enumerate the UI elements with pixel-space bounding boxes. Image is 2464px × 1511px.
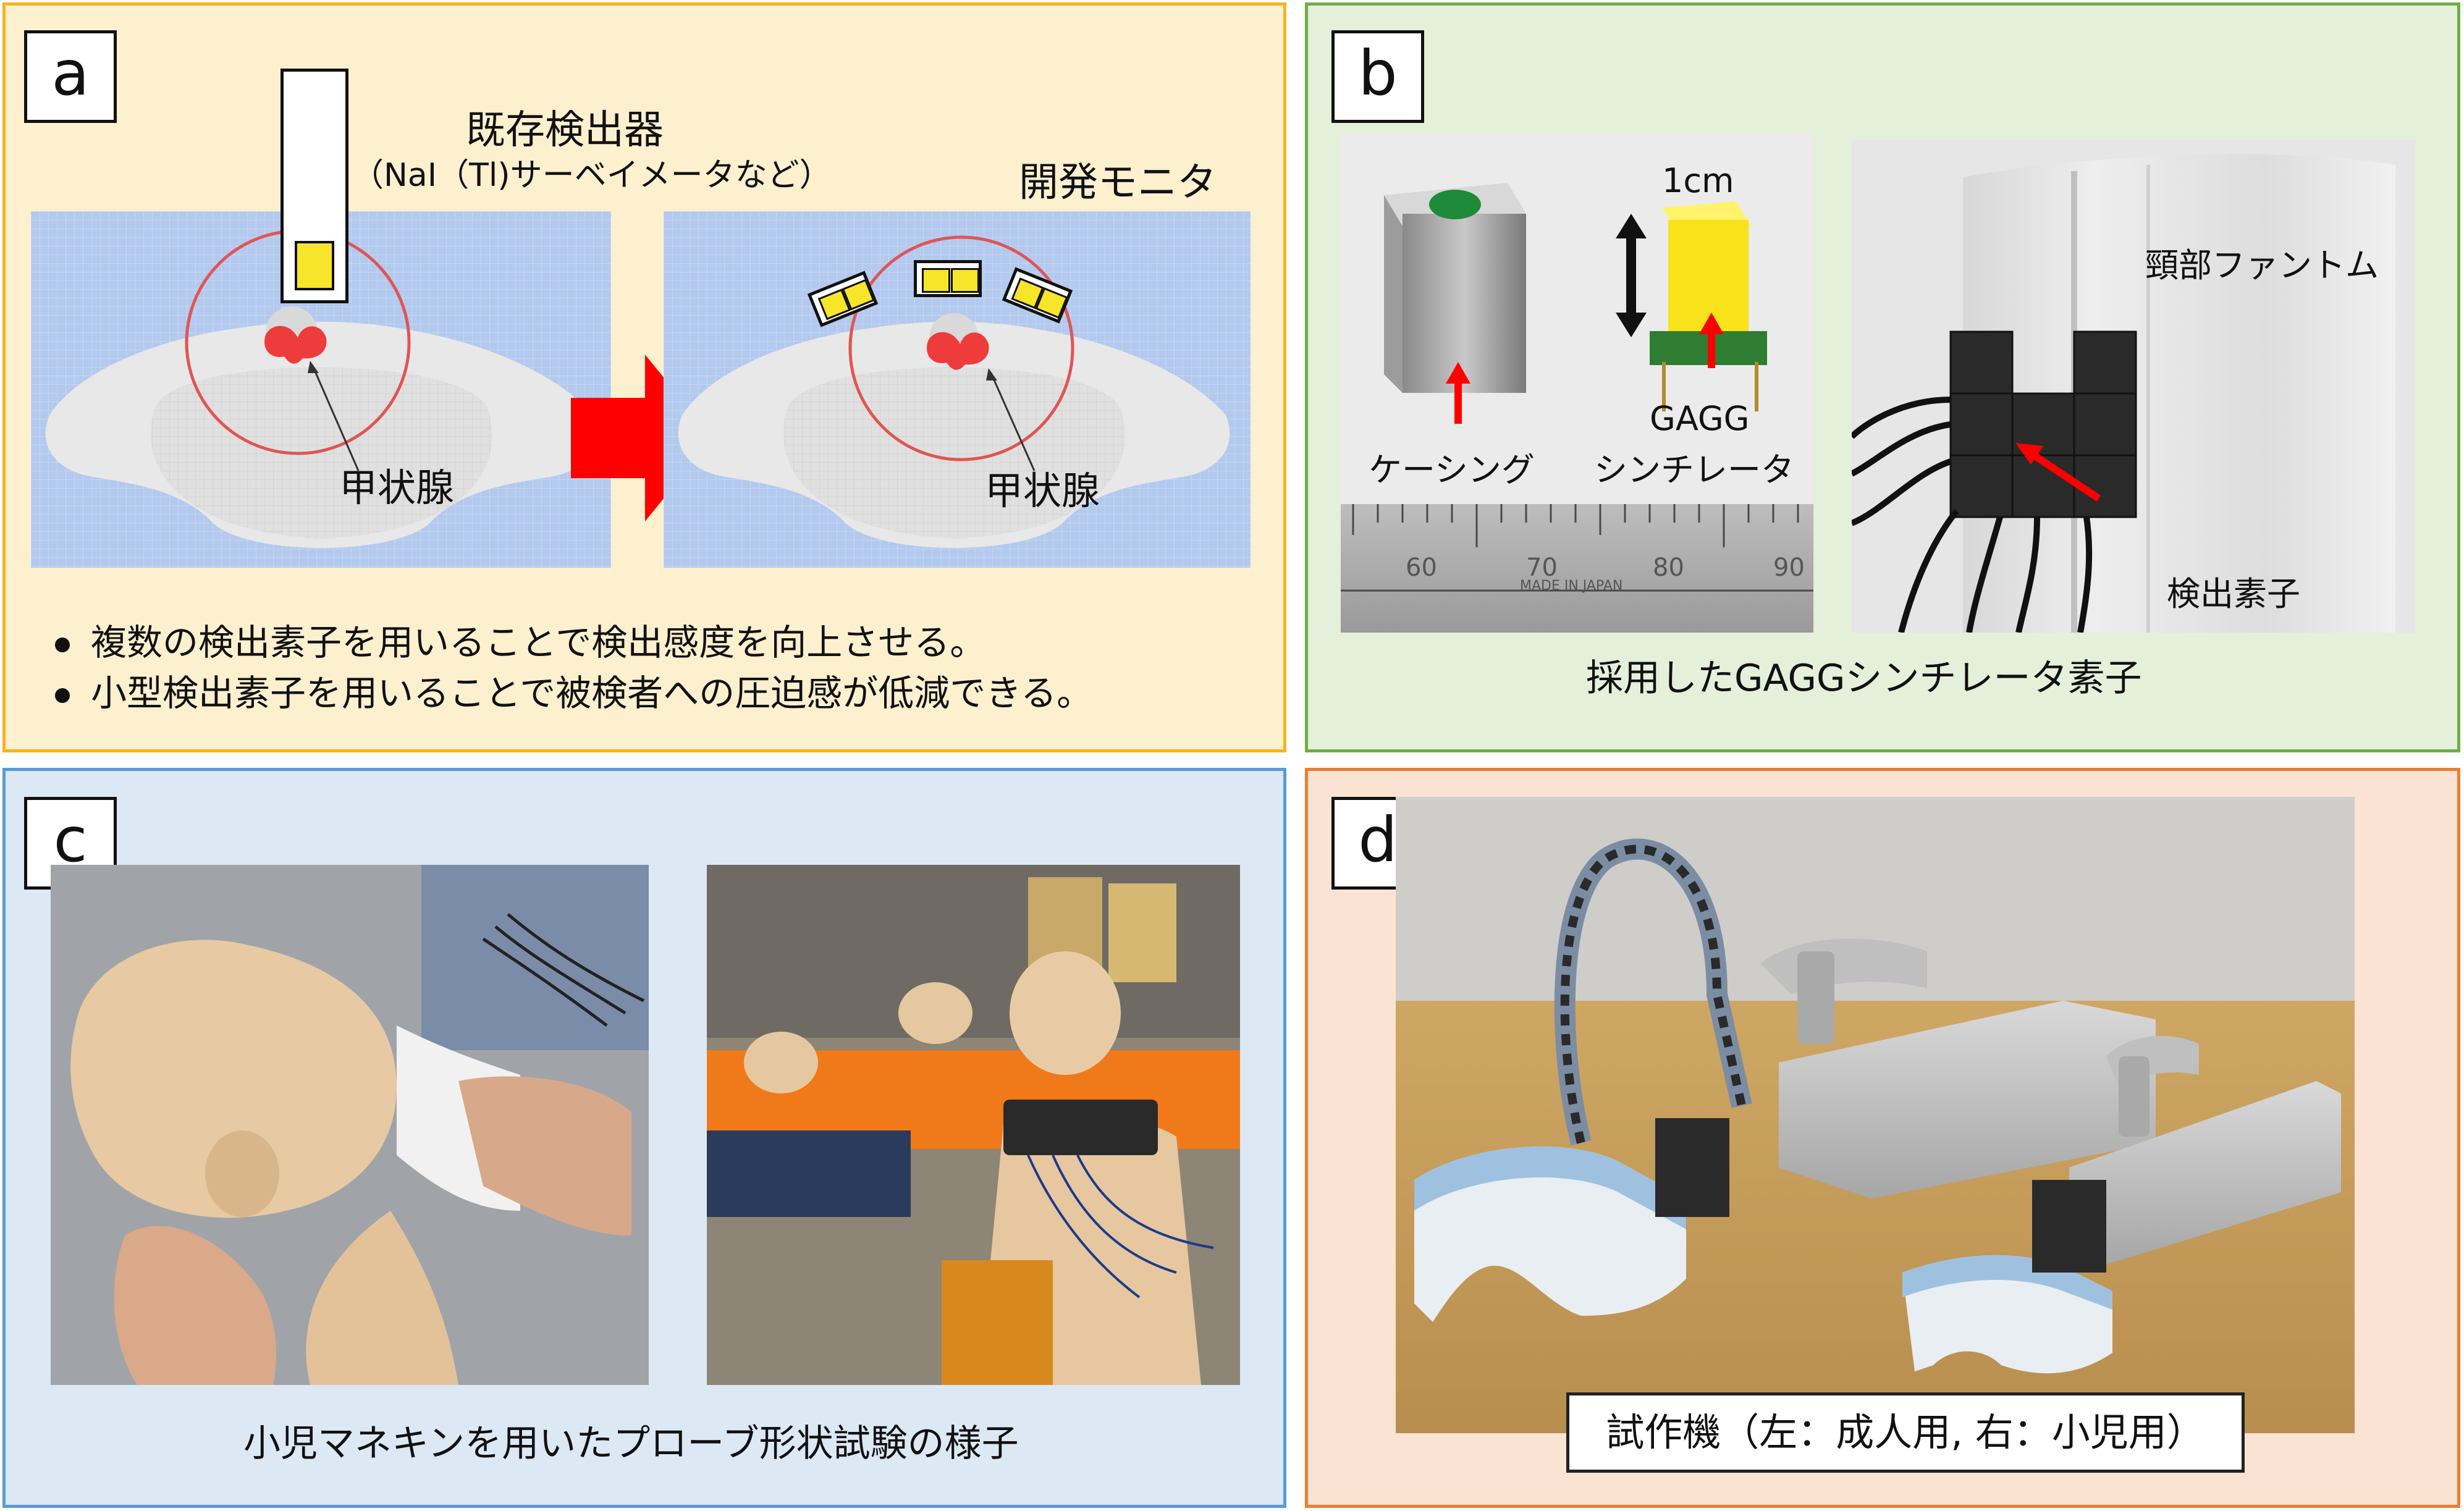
bullet-text: 複数の検出素子を用いることで検出感度を向上させる。 <box>91 621 986 663</box>
thyroid-label-left: 甲状腺 <box>339 465 455 510</box>
photo-prototypes-graphic <box>1396 797 2355 1433</box>
bullet-dot <box>55 637 70 652</box>
setup-wires <box>1027 1155 1214 1298</box>
developed-monitor-title: 開発モニタ <box>1019 160 1217 206</box>
bullet-item: 小型検出素子を用いることで被検者への圧迫感が低減できる。 <box>55 668 1092 718</box>
ruler-ticks <box>1341 504 1813 592</box>
detector-element-center <box>914 260 982 297</box>
photo-scintillator-element: 60 70 80 90 MADE IN JAPAN 1cm ケーシング GAGG… <box>1341 133 1813 633</box>
panel-d: d <box>1305 768 2460 1508</box>
panel-b-caption: 採用したGAGGシンチレータ素子 <box>1586 657 2142 700</box>
panel-a: a 既存検出器 （NaI（Tl)サーベイメータなど） 開発モニタ 甲状腺 <box>2 2 1286 752</box>
photo-scintillator-graphic <box>1341 133 1813 633</box>
label-casing: ケーシング <box>1369 450 1535 489</box>
bullet-text: 小型検出素子を用いることで被検者への圧迫感が低減できる。 <box>91 672 1093 714</box>
panel-a-label: a <box>24 30 117 123</box>
label-scintillator: シンチレータ <box>1594 450 1794 489</box>
ruler-mark-70: 70 <box>1526 553 1558 582</box>
bullet-list: 複数の検出素子を用いることで検出感度を向上させる。 小型検出素子を用いることで被… <box>55 617 1092 718</box>
label-1cm: 1cm <box>1662 161 1734 200</box>
bullet-dot <box>55 688 70 703</box>
panel-d-caption: 試作機（左：成人用, 右：小児用） <box>1606 1410 2205 1455</box>
nai-crystal <box>295 241 334 290</box>
detector-array <box>1949 330 2137 518</box>
ruler-mark-90: 90 <box>1773 553 1805 582</box>
photo-manikins-setup <box>707 865 1240 1385</box>
photo-prototypes <box>1396 797 2355 1433</box>
panel-b-label: b <box>1331 30 1424 123</box>
photo-neck-phantom: 頸部ファントム 検出素子 <box>1852 140 2415 633</box>
bullet-item: 複数の検出素子を用いることで検出感度を向上させる。 <box>55 617 1092 668</box>
label-gagg: GAGG <box>1650 399 1750 438</box>
label-detector-element: 検出素子 <box>2167 575 2300 613</box>
panel-b: b <box>1305 2 2460 752</box>
panel-c-caption: 小児マネキンを用いたプローブ形状試験の様子 <box>243 1422 1019 1465</box>
existing-detector-note: （NaI（Tl)サーベイメータなど） <box>352 157 832 194</box>
label-neck-phantom: 頸部ファントム <box>2145 246 2379 285</box>
detector-cables <box>1852 397 2093 633</box>
manikin-wires <box>482 913 645 1027</box>
photo-manikin-probe-closeup <box>51 865 649 1385</box>
photo-manikin-closeup-graphic <box>51 865 649 1385</box>
panel-d-caption-box: 試作機（左：成人用, 右：小児用） <box>1566 1392 2245 1473</box>
thyroid-label-right: 甲状腺 <box>985 468 1100 513</box>
survey-meter-probe <box>281 69 348 303</box>
photo-manikins-setup-graphic <box>707 865 1240 1385</box>
ruler-made-in-japan: MADE IN JAPAN <box>1520 578 1623 594</box>
existing-detector-title: 既存検出器 <box>466 107 664 153</box>
ruler-mark-80: 80 <box>1653 553 1684 582</box>
panel-c: c <box>2 768 1286 1508</box>
photo-neck-phantom-graphic <box>1852 140 2415 633</box>
ruler-mark-60: 60 <box>1406 553 1437 582</box>
